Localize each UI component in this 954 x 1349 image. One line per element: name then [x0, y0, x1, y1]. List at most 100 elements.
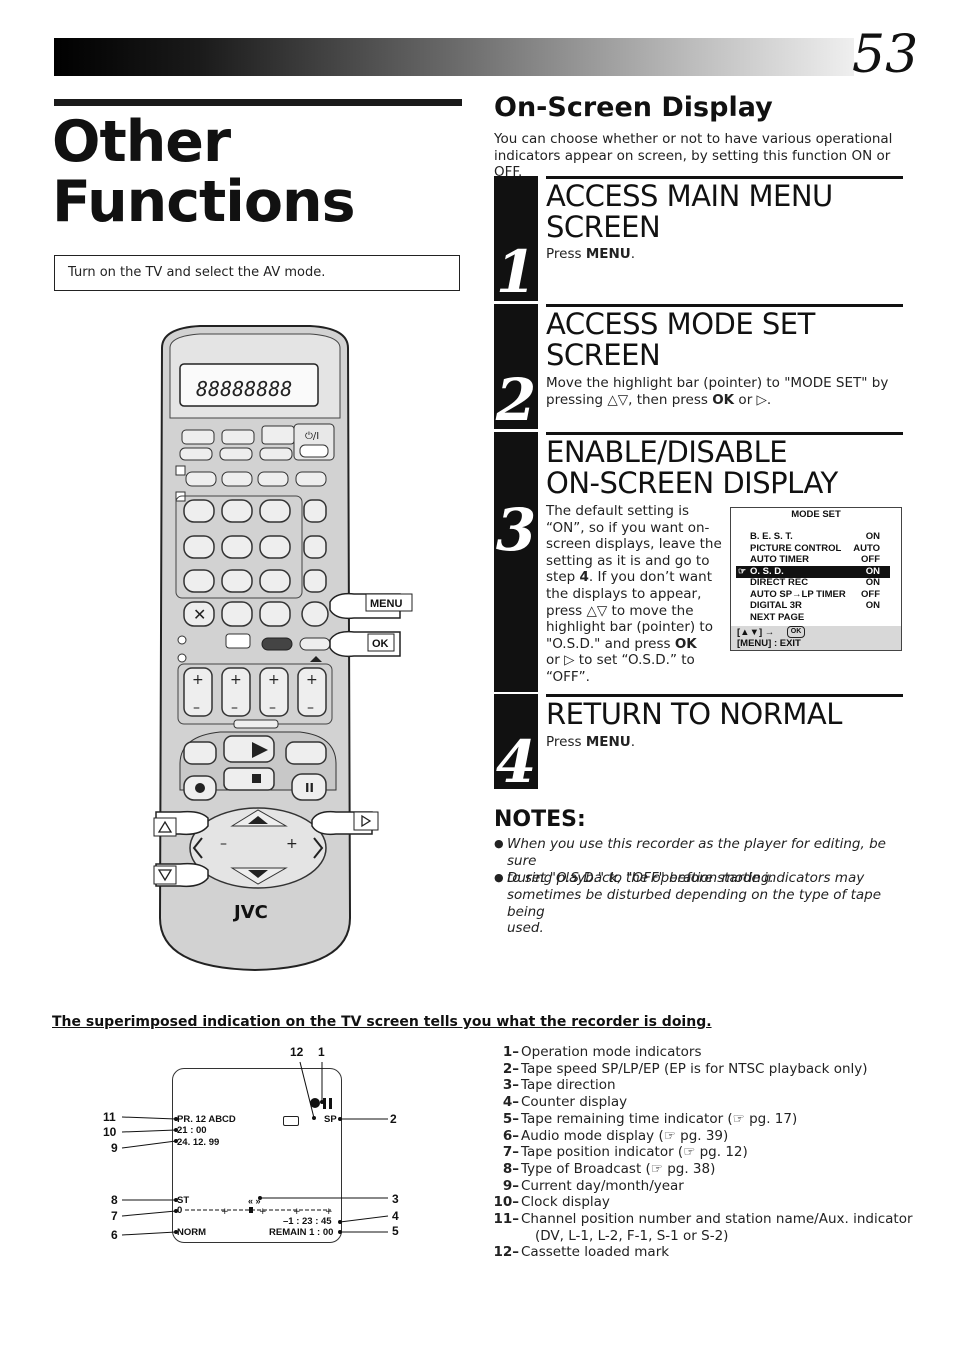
superimposed-caption: The superimposed indication on the TV sc…: [52, 1014, 712, 1030]
cassette-icon: [283, 1116, 299, 1126]
svg-text:–: –: [231, 700, 238, 716]
direction-icon: « »: [248, 1196, 261, 1206]
svg-text:+: +: [259, 1207, 267, 1215]
step-1-title-line2: SCREEN: [546, 210, 661, 244]
list-item: 2–Tape speed SP/LP/EP (EP is for NTSC pl…: [502, 1060, 868, 1077]
svg-text:✕: ✕: [193, 605, 206, 624]
list-item: 10–Clock display: [493, 1194, 610, 1211]
svg-text:+: +: [293, 1207, 301, 1215]
step-3-title: ENABLE/DISABLE ON-SCREEN DISPLAY: [546, 437, 906, 499]
svg-text:–: –: [193, 700, 200, 716]
list-item: 6–Audio mode display (☞ pg. 39): [502, 1127, 729, 1144]
step-2-title: ACCESS MODE SET SCREEN: [546, 309, 906, 371]
callout-6: 6: [111, 1228, 118, 1242]
list-item: 12–Cassette loaded mark: [493, 1244, 670, 1261]
osd-counter: –1 : 23 : 45: [283, 1216, 332, 1227]
step-2-rule: [546, 304, 903, 307]
remote-control-illustration: 88888888 ⏻/I ✕: [153, 325, 413, 972]
step-1-number: 1: [495, 238, 537, 306]
osd-callout-lines: [121, 1061, 389, 1236]
svg-text:+: +: [268, 672, 280, 688]
osd-clock: 21 : 00: [177, 1125, 207, 1136]
step-4-number: 4: [495, 728, 537, 796]
section-heading: On-Screen Display: [494, 92, 773, 123]
svg-text:+: +: [286, 836, 298, 852]
callout-10: 10: [103, 1125, 117, 1139]
mode-row-osd: O. S. D.ON: [750, 566, 880, 577]
callout-2: 2: [390, 1112, 397, 1126]
record-icon: [310, 1098, 320, 1108]
osd-channel: PR. 12 ABCD: [177, 1114, 236, 1125]
remote-display-digits: 88888888: [196, 377, 292, 401]
step-1-text: Press MENU.: [546, 246, 636, 262]
step-1-rule: [546, 176, 903, 179]
step-2-bar: [494, 304, 538, 429]
step-4-rule: [546, 694, 903, 697]
remote-brand-logo: JVC: [232, 902, 268, 923]
list-item: 9–Current day/month/year: [502, 1177, 684, 1194]
page-title: Other Functions: [52, 112, 472, 232]
remote-menu-label: MENU: [370, 598, 402, 610]
mode-footer-select: [▲▼] →: [737, 627, 775, 638]
step-3-bar: [494, 432, 538, 692]
page-title-line1: Other: [52, 109, 231, 175]
step-3-rule: [546, 432, 903, 435]
osd-date: 24. 12. 99: [177, 1137, 220, 1148]
step-2-title-line1: ACCESS MODE SET: [546, 307, 815, 341]
step-1-title-line1: ACCESS MAIN MENU: [546, 179, 833, 213]
title-rule: [54, 99, 462, 106]
step-3-title-line2: ON-SCREEN DISPLAY: [546, 466, 838, 500]
osd-speed: SP: [324, 1114, 337, 1125]
note-item: ● When you use this recorder as the play…: [494, 836, 886, 886]
list-item: 4–Counter display: [502, 1094, 628, 1111]
list-item: 5–Tape remaining time indicator (☞ pg. 1…: [502, 1110, 798, 1127]
callout-8: 8: [111, 1193, 118, 1207]
intro-box: Turn on the TV and select the AV mode.: [54, 255, 460, 291]
callout-11: 11: [103, 1110, 116, 1124]
mode-row-best: B. E. S. T.ON: [750, 531, 880, 542]
step-1-title: ACCESS MAIN MENU SCREEN: [546, 181, 906, 243]
page-number: 53: [852, 25, 919, 85]
step-4-title: RETURN TO NORMAL: [546, 697, 842, 731]
step-2-number: 2: [495, 366, 537, 434]
pointer-icon: ☞: [738, 566, 747, 576]
step-3-number: 3: [495, 496, 537, 564]
osd-zero: 0: [177, 1205, 183, 1216]
svg-text:–: –: [269, 700, 276, 716]
list-item: 8–Type of Broadcast (☞ pg. 38): [502, 1160, 716, 1177]
notes-title: NOTES:: [494, 807, 586, 832]
mode-set-title: MODE SET: [791, 509, 841, 520]
pause-icon: [323, 1098, 326, 1109]
section-intro: You can choose whether or not to have va…: [494, 131, 893, 180]
note-item: ● During playback, the operation mode in…: [494, 870, 882, 937]
svg-text:+: +: [192, 672, 204, 688]
bullet-icon: ●: [494, 871, 504, 884]
remote-ok-label: OK: [372, 638, 389, 650]
step-4-bar: [494, 694, 538, 789]
svg-text:–: –: [307, 700, 314, 716]
osd-broadcast: NORM: [177, 1227, 207, 1238]
list-item: 1–Operation mode indicators: [502, 1044, 702, 1060]
mode-footer-exit: [MENU] : EXIT: [737, 638, 801, 649]
svg-text:–: –: [220, 836, 227, 852]
callout-12: 12: [290, 1045, 304, 1059]
callout-7: 7: [111, 1209, 118, 1223]
tape-position-bar: + + + +: [185, 1207, 333, 1215]
mode-set-footer: [▲▼] → OK [MENU] : EXIT: [731, 626, 901, 650]
svg-text:⏻/I: ⏻/I: [305, 431, 319, 442]
osd-audio: ST: [177, 1195, 190, 1206]
mode-highlight-bar: [736, 566, 890, 578]
callout-1: 1: [318, 1045, 325, 1059]
ok-button-icon: OK: [787, 626, 805, 638]
callout-4: 4: [392, 1209, 399, 1223]
step-3-title-line1: ENABLE/DISABLE: [546, 435, 788, 469]
page-title-line2: Functions: [52, 169, 356, 235]
svg-text:II: II: [305, 781, 314, 795]
svg-text:+: +: [306, 672, 318, 688]
svg-text:+: +: [221, 1207, 229, 1215]
